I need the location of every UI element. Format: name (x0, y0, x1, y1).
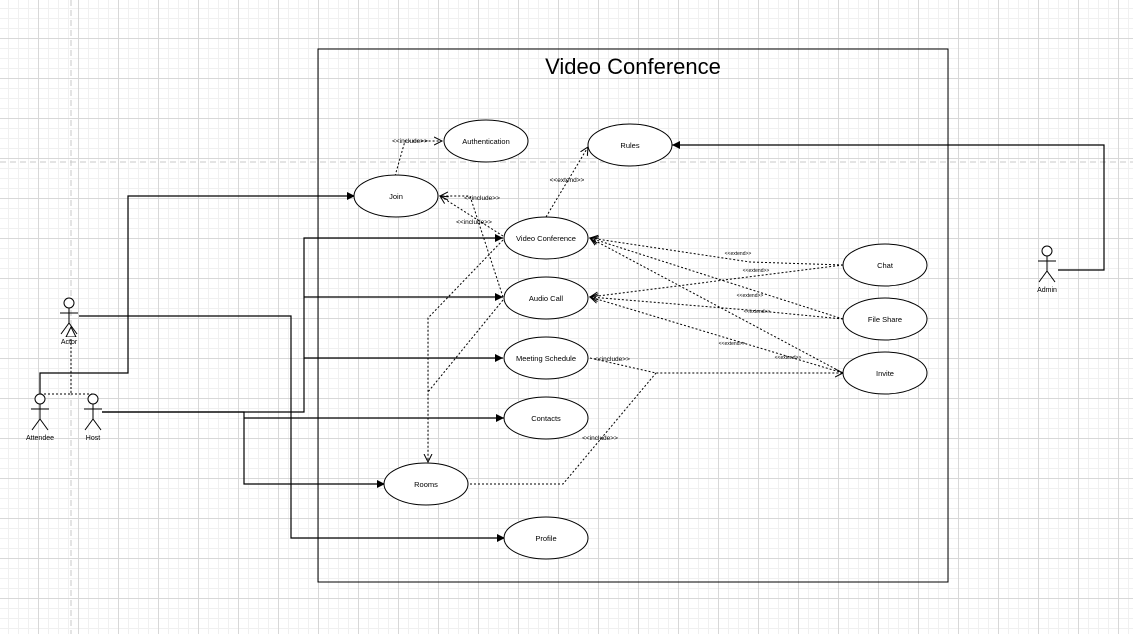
extend-invite-audio-call (590, 297, 844, 374)
use-case-profile[interactable]: Profile (503, 516, 589, 560)
include-meeting-schedule-invite (589, 357, 843, 373)
use-case-chat[interactable]: Chat (842, 243, 928, 287)
actor-label-actor: Actor (61, 339, 78, 346)
svg-text:Rooms: Rooms (414, 480, 438, 489)
svg-text:Authentication: Authentication (462, 137, 510, 146)
include-join-authentication (394, 141, 442, 177)
association-admin-rules (672, 141, 1105, 271)
label-extend-invite-1: <<extend>> (719, 341, 746, 347)
use-case-rules[interactable]: Rules (587, 123, 673, 167)
include-video-conference-rooms (428, 239, 504, 462)
actor-admin[interactable]: Admin (1037, 245, 1057, 294)
svg-text:Join: Join (389, 192, 403, 201)
label-extend-rules: <<extend>> (550, 177, 585, 184)
association-actor-profile (79, 315, 505, 542)
extend-chat-video-conference (590, 238, 844, 266)
extend-file-share-audio-call (590, 297, 844, 320)
svg-text:Rules: Rules (620, 141, 639, 150)
label-extend-file-share-2: <<extend>> (744, 309, 771, 315)
include-audio-call-rooms (427, 299, 504, 393)
extend-rules-video-conference (545, 147, 588, 218)
actor-attendee[interactable]: Attendee (26, 393, 54, 442)
use-case-invite[interactable]: Invite (842, 351, 928, 395)
actor-label-attendee: Attendee (26, 435, 54, 442)
label-include-authentication: <<include>> (392, 138, 428, 145)
svg-text:File Share: File Share (868, 315, 902, 324)
generalization-attendee-actor (40, 327, 71, 395)
association-host-video-conference (102, 234, 503, 413)
include-rooms-invite (470, 372, 657, 485)
svg-text:Invite: Invite (876, 369, 894, 378)
use-case-meeting-schedule[interactable]: Meeting Schedule (503, 336, 589, 380)
system-title: Video Conference (545, 54, 721, 79)
label-include-invite-1: <<include>> (594, 356, 630, 363)
system-boundary[interactable]: Video Conference (317, 48, 949, 583)
association-host-rooms (102, 411, 385, 488)
extend-chat-audio-call (590, 264, 844, 297)
label-include-invite-2: <<include>> (582, 435, 618, 442)
svg-text:Profile: Profile (535, 534, 556, 543)
extend-invite-video-conference (590, 238, 844, 374)
label-extend-invite-2: <<extend>> (775, 355, 802, 361)
label-extend-chat-1: <<extend>> (725, 251, 752, 257)
include-audio-call-join (440, 196, 504, 298)
association-attendee-join (39, 192, 355, 394)
actor-generic[interactable]: Actor (60, 297, 78, 346)
label-extend-file-share-1: <<extend>> (737, 293, 764, 299)
use-case-contacts[interactable]: Contacts (503, 396, 589, 440)
actor-label-host: Host (86, 435, 100, 442)
use-case-join[interactable]: Join (353, 174, 439, 218)
actor-host[interactable]: Host (84, 393, 102, 442)
label-extend-chat-2: <<extend>> (743, 268, 770, 274)
svg-text:Video Conference: Video Conference (516, 234, 576, 243)
svg-text:Meeting Schedule: Meeting Schedule (516, 354, 576, 363)
include-video-conference-join (440, 196, 504, 237)
use-case-authentication[interactable]: Authentication (443, 119, 529, 163)
svg-text:Chat: Chat (877, 261, 894, 270)
actor-label-admin: Admin (1037, 287, 1057, 294)
svg-text:Contacts: Contacts (531, 414, 561, 423)
use-case-file-share[interactable]: File Share (842, 297, 928, 341)
use-case-audio-call[interactable]: Audio Call (503, 276, 589, 320)
svg-text:Audio Call: Audio Call (529, 294, 564, 303)
use-case-video-conference[interactable]: Video Conference (503, 216, 589, 260)
use-case-rooms[interactable]: Rooms (383, 462, 469, 506)
extend-file-share-video-conference (590, 238, 844, 320)
label-include-join-2: <<include>> (456, 219, 492, 226)
label-include-join-1: <<include>> (464, 195, 500, 202)
